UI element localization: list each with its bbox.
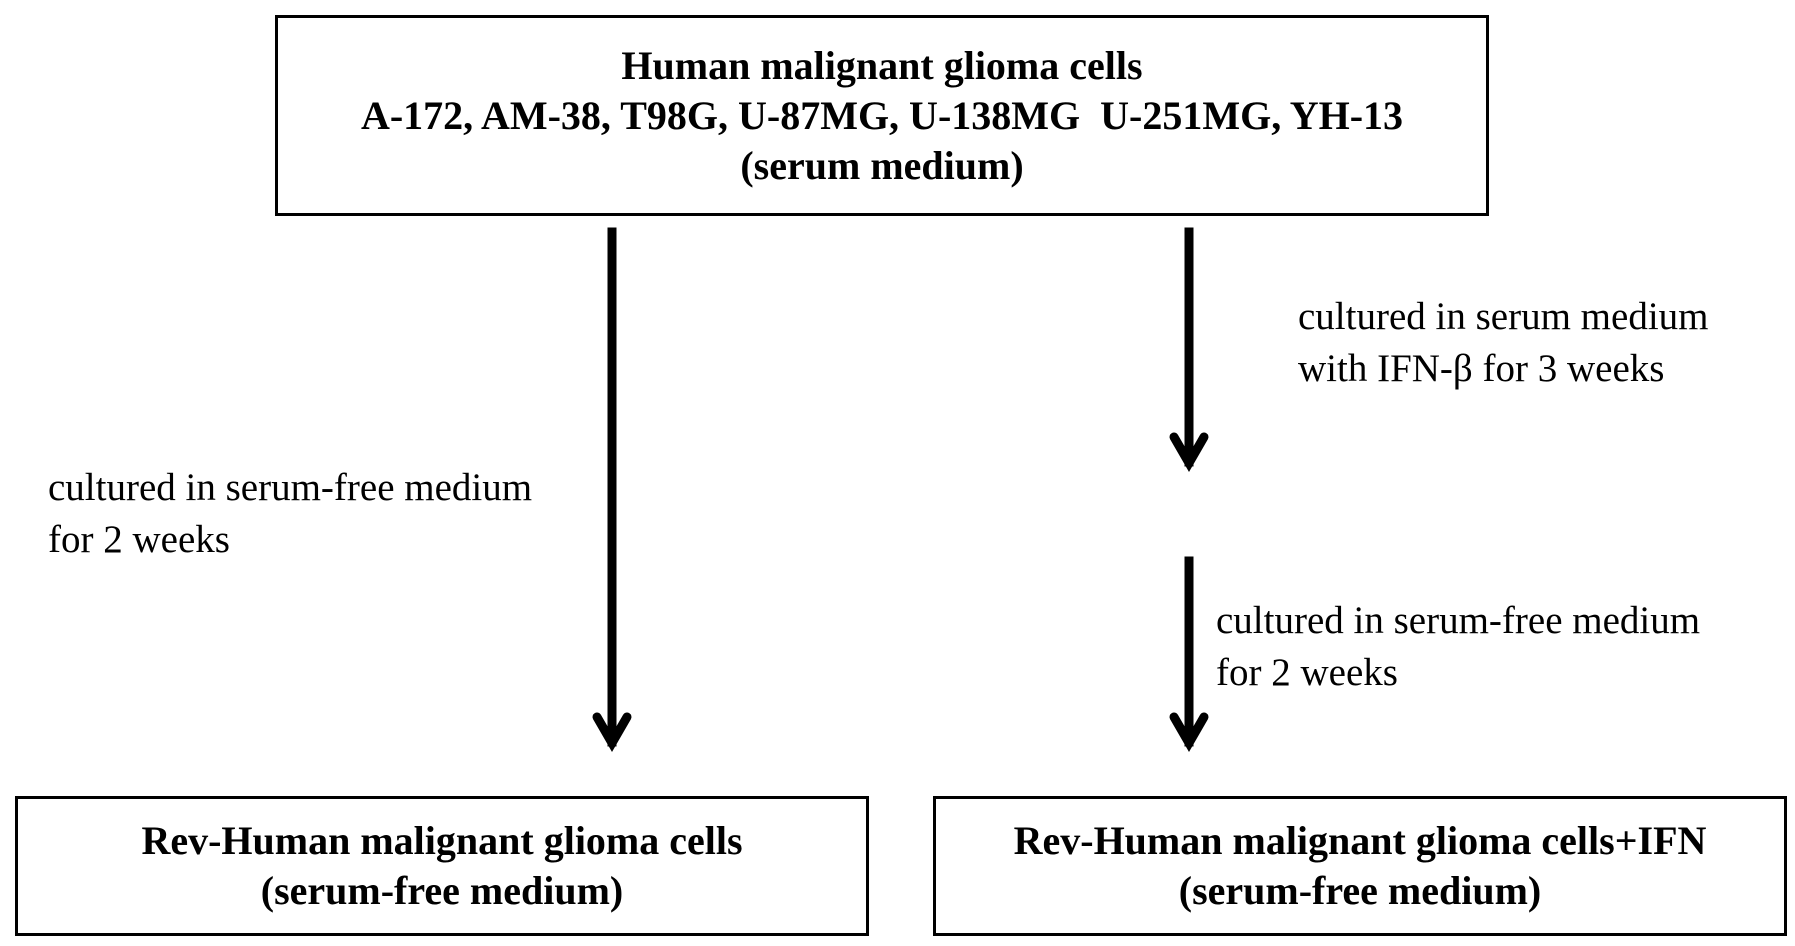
- right-branch-step1-label: cultured in serum medium with IFN-β for …: [1298, 291, 1709, 395]
- rev-cells-ifn-box: Rev-Human malignant glioma cells+IFN (se…: [933, 796, 1787, 936]
- left-branch-label-line2: for 2 weeks: [48, 518, 230, 561]
- rev-cells-medium: (serum-free medium): [260, 868, 624, 913]
- right-step1-line2: with IFN-β for 3 weeks: [1298, 347, 1665, 390]
- left-arrow-head: [592, 712, 632, 753]
- right-arrow-1-head: [1169, 432, 1209, 473]
- right-step1-line1: cultured in serum medium: [1298, 295, 1709, 338]
- left-branch-label: cultured in serum-free medium for 2 week…: [48, 462, 532, 566]
- rev-cells-box: Rev-Human malignant glioma cells (serum-…: [15, 796, 869, 936]
- right-branch-step2-label: cultured in serum-free medium for 2 week…: [1216, 595, 1700, 699]
- right-step2-line2: for 2 weeks: [1216, 651, 1398, 694]
- right-arrow-2-head: [1169, 712, 1209, 753]
- rev-cells-ifn-medium: (serum-free medium): [1178, 868, 1542, 913]
- cell-line-list: A-172, AM-38, T98G, U-87MG, U-138MG U-25…: [360, 92, 1404, 138]
- rev-cells-ifn-title: Rev-Human malignant glioma cells+IFN: [1013, 818, 1707, 863]
- rev-cells-title: Rev-Human malignant glioma cells: [141, 818, 743, 863]
- left-branch-label-line1: cultured in serum-free medium: [48, 466, 533, 509]
- source-cells-box: Human malignant glioma cells A-172, AM-3…: [275, 15, 1489, 216]
- right-step2-line1: cultured in serum-free medium: [1216, 599, 1701, 642]
- source-cells-title: Human malignant glioma cells: [621, 42, 1143, 88]
- source-medium: (serum medium): [740, 142, 1024, 188]
